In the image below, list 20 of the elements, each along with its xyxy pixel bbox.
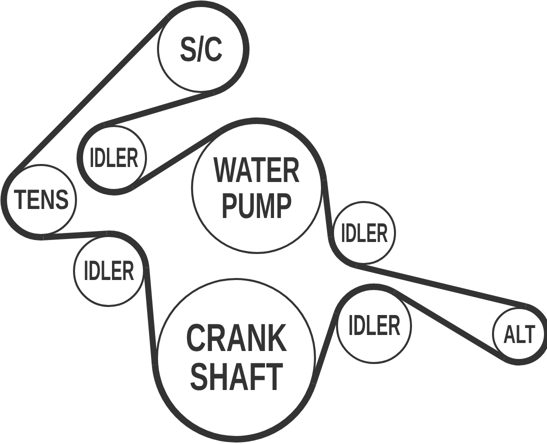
pulley-label: WATER PUMP xyxy=(214,152,300,224)
pulley xyxy=(5,164,77,236)
pulley-label: IDLER xyxy=(84,257,134,285)
belt-segment xyxy=(143,268,158,366)
pulley-label: IDLER xyxy=(348,312,400,340)
pulley-label: CRANK SHAFT xyxy=(185,319,287,397)
belt-segment xyxy=(310,312,340,384)
belt-segment xyxy=(392,290,506,361)
pulley-label: IDLER xyxy=(90,144,138,172)
pulley-label: ALT xyxy=(502,321,536,347)
pulley-label: TENS xyxy=(13,186,69,214)
belt-segment xyxy=(355,262,526,310)
belt-segment xyxy=(321,180,334,238)
pulley-label: IDLER xyxy=(340,220,388,246)
belt-segment xyxy=(43,230,107,240)
belt-segment xyxy=(130,128,222,190)
pulley xyxy=(336,288,412,364)
belt-segment xyxy=(103,90,215,128)
belt-segment xyxy=(12,14,171,176)
pulley-label: S/C xyxy=(179,32,223,66)
